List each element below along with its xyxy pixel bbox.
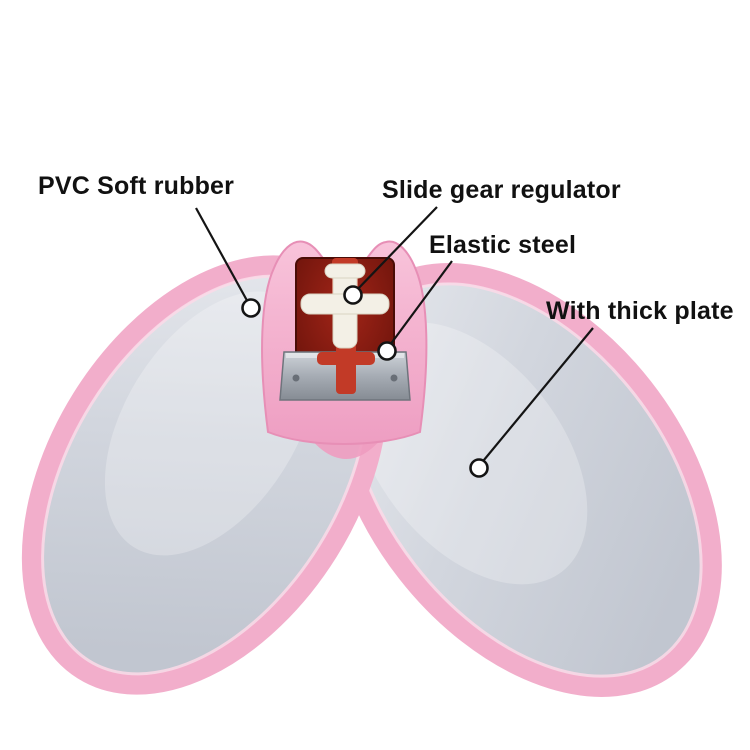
callout-dots bbox=[241, 285, 489, 478]
spring-cross bbox=[317, 336, 375, 394]
label-pvc-soft-rubber: PVC Soft rubber bbox=[38, 172, 235, 200]
label-elastic-steel: Elastic steel bbox=[429, 231, 577, 259]
callout-dot-plate bbox=[469, 458, 489, 478]
label-slide-gear-regulator: Slide gear regulator bbox=[382, 176, 621, 204]
callout-line-steel bbox=[386, 260, 453, 350]
callout-lines bbox=[195, 206, 594, 467]
paddle-junction bbox=[298, 422, 394, 459]
callout-dot-pvc bbox=[241, 298, 261, 318]
callout-dot-steel bbox=[377, 341, 397, 361]
callout-line-plate bbox=[478, 327, 594, 467]
label-with-thick-plate: With thick plate bbox=[546, 297, 734, 325]
callout-line-pvc bbox=[195, 207, 251, 307]
right-paddle bbox=[328, 263, 722, 697]
callout-line-slide bbox=[353, 206, 438, 294]
callout-dot-slide bbox=[343, 285, 363, 305]
